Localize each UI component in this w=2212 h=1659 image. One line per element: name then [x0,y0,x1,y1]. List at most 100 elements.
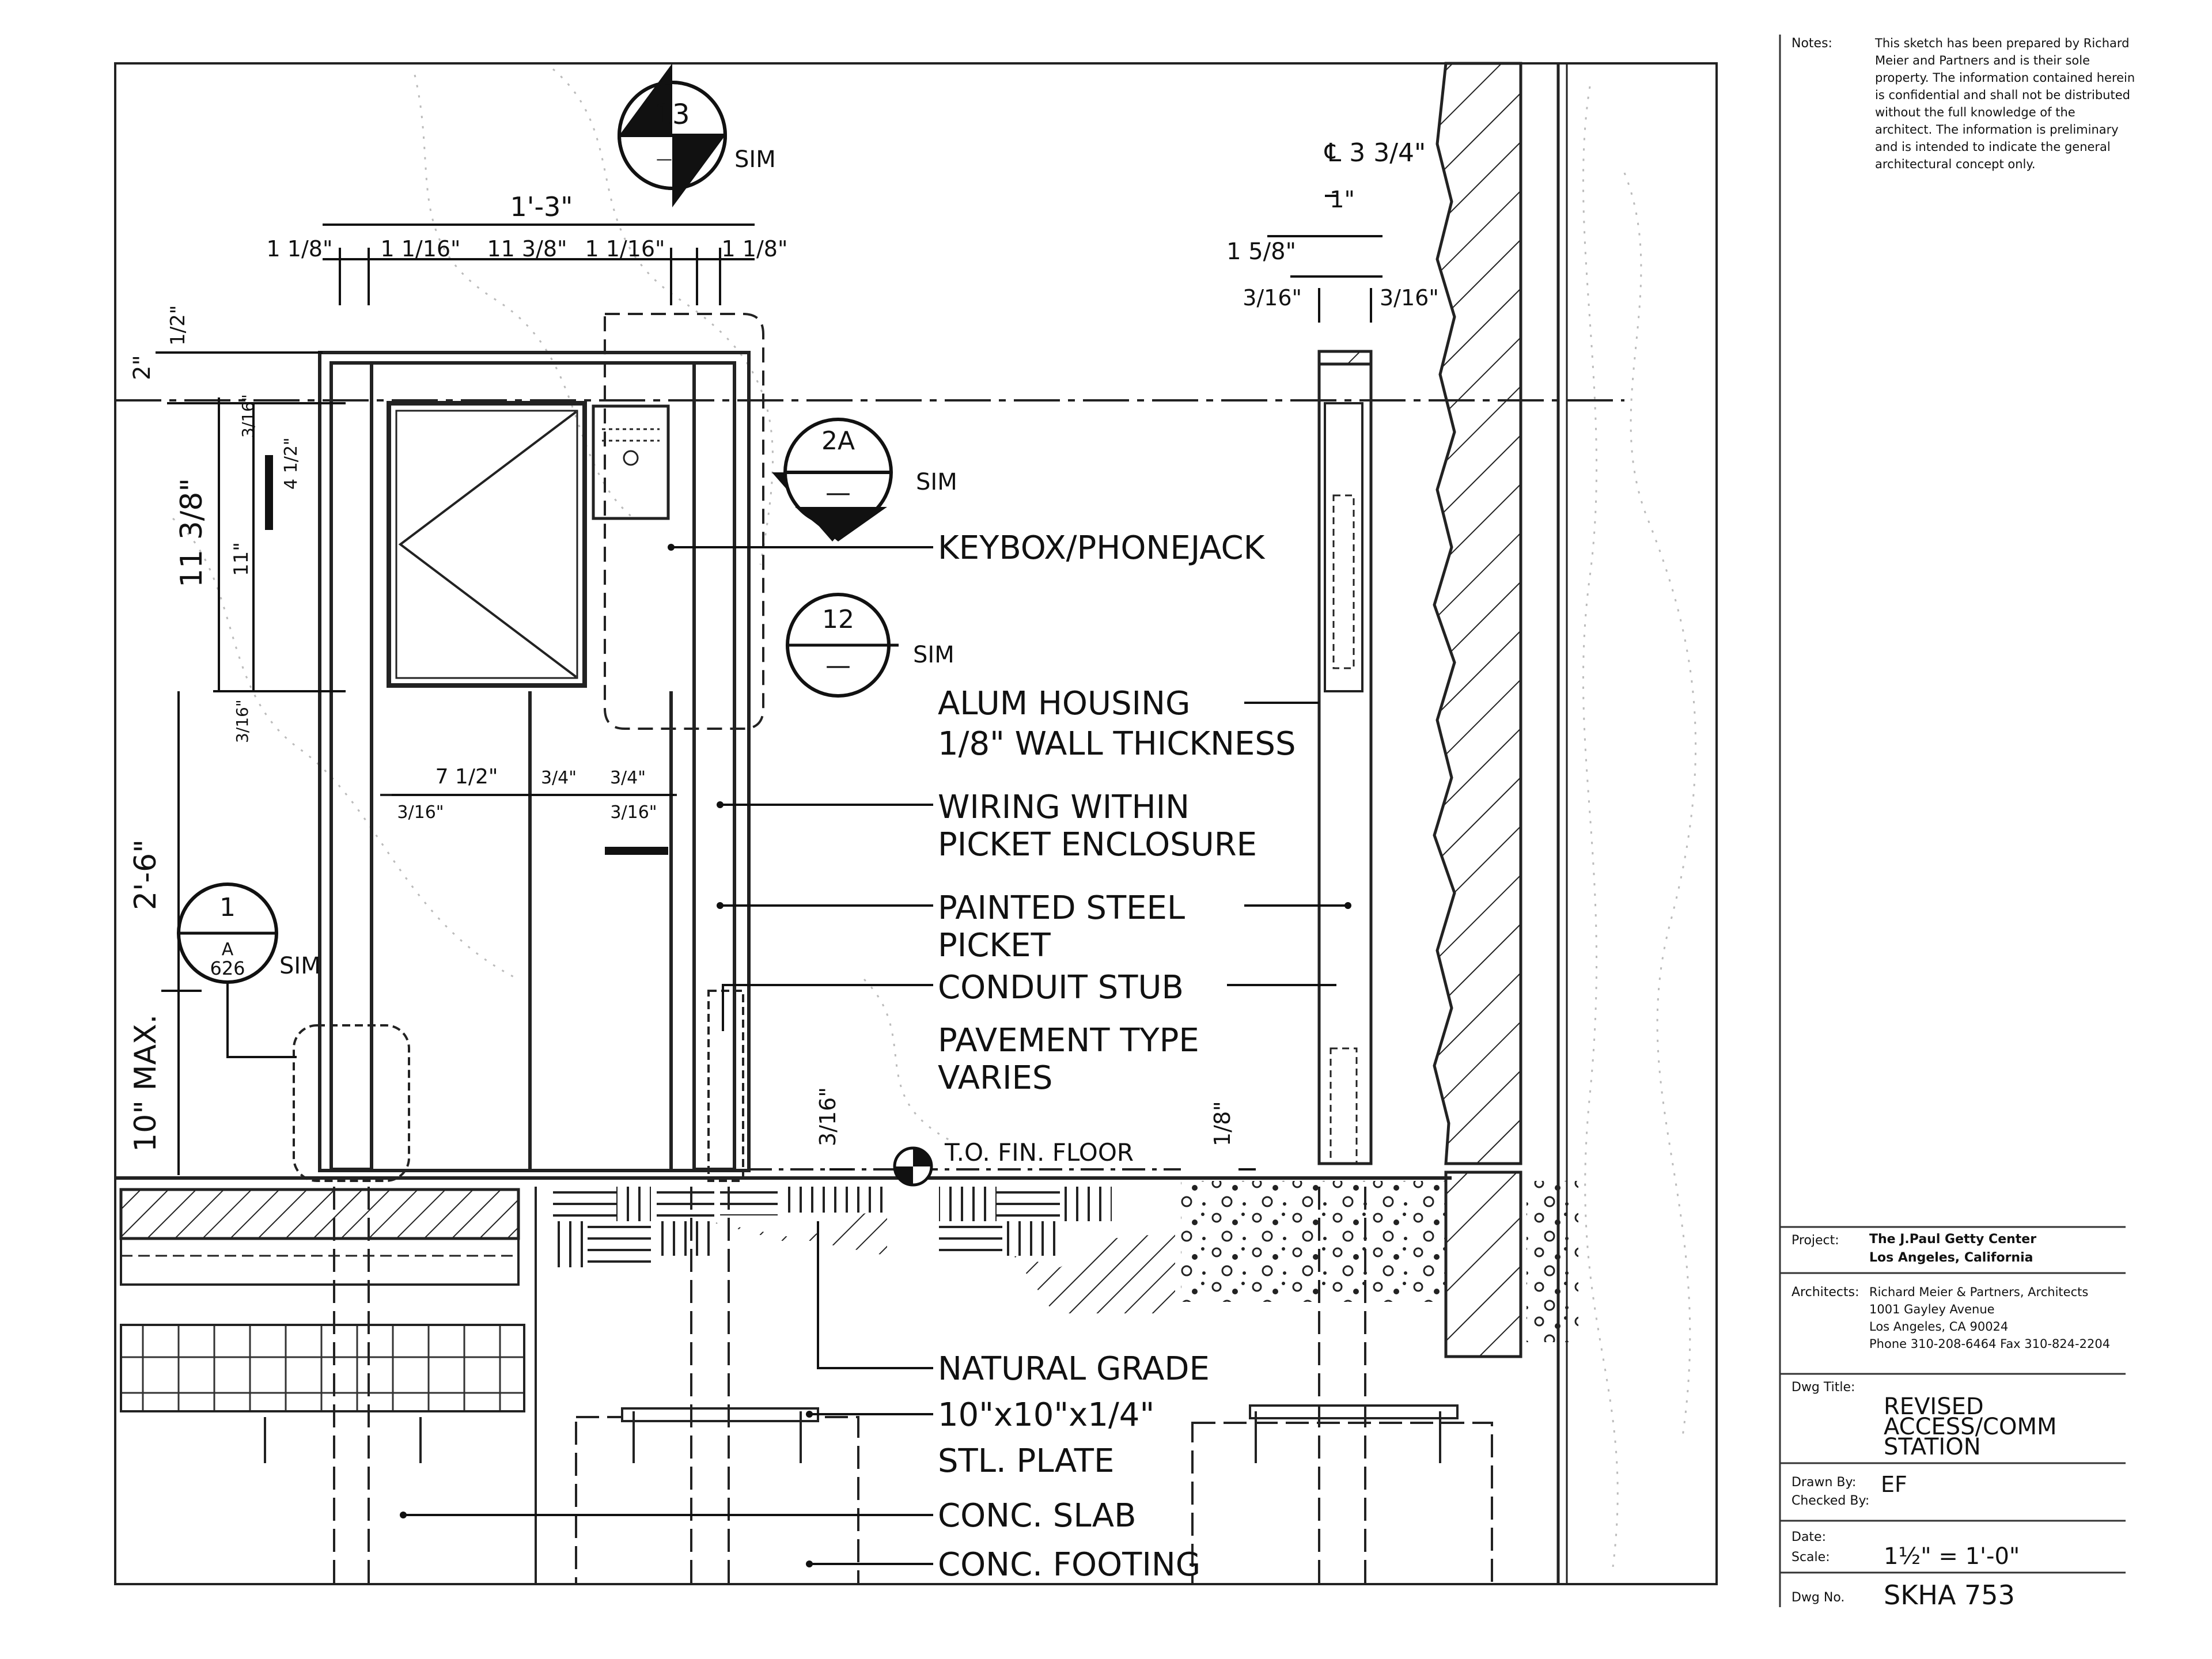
section-marker-2a: 2A — SIM [772,418,957,541]
drawn-by-value: EF [1881,1472,1907,1497]
dim-left-height: 11 3/8" [175,478,209,588]
conduit-block [605,847,668,855]
section-marker-12: 12 — SIM [786,593,955,698]
housing-outline-dashed [604,313,764,730]
dim-left-half: 1/2" [166,305,190,346]
pavers [553,1187,1112,1267]
dim-mid-3-16b: 3/16" [610,802,657,823]
callout-conc-slab: CONC. SLAB [938,1497,1137,1535]
anchor-bolts [264,1411,1441,1463]
architects-line-3: Los Angeles, CA 90024 [1869,1320,2008,1334]
dim-mid-3-4a: 3/4" [541,768,577,788]
marker-12-bottom: — [825,651,851,680]
project-line-2: Los Angeles, California [1869,1251,2033,1265]
dim-top-overall: 1'-3" [510,191,573,222]
notes-line-4: is confidential and shall not be distrib… [1875,88,2130,102]
dim-right-1-5-8: 1 5/8" [1226,238,1296,265]
architects-line-4: Phone 310-208-6464 Fax 310-824-2204 [1869,1337,2110,1351]
callout-natural-grade: NATURAL GRADE [938,1350,1210,1388]
wall-section [1433,62,1568,1584]
section-marker-1: 1 A 626 SIM [177,882,321,1058]
section-marker-13: 13 —— SIM [618,63,776,207]
callout-stl-plate: STL. PLATE [938,1442,1114,1480]
marker-13-bottom: —— [656,149,688,168]
natural-grade-wedge-2 [1014,1233,1175,1313]
dim-top-2: 1 1/16" [380,236,460,262]
dim-mid-7half: 7 1/2" [435,765,498,789]
marker-1-top: 1 [219,893,236,922]
mounting-bar [265,455,273,530]
gravel-fill [1181,1181,1446,1302]
architects-line-1: Richard Meier & Partners, Architects [1869,1285,2088,1299]
dim-left-2-6: 2'-6" [128,839,163,910]
marker-12-top: 12 [822,605,854,634]
dim-right-3-16b: 3/16" [1380,285,1439,310]
marker-2a-bottom: — [825,478,851,507]
drawn-by-label: Drawn By: [1791,1475,1856,1490]
marker-1-bottom: A [222,940,234,960]
marker-13-suffix: SIM [734,146,776,173]
callout-wiring: WIRING WITHIN [938,789,1190,826]
dim-floor-3-16: 3/16" [815,1087,840,1146]
callout-conc-footing: CONC. FOOTING [938,1546,1200,1584]
dimension-lines [156,195,1382,1175]
callout-conduit-stub: CONDUIT STUB [938,969,1184,1006]
scale-value: 1½" = 1'-0" [1884,1543,2020,1570]
callout-wall-thickness: 1/8" WALL THICKNESS [938,725,1296,763]
dim-mid-3-4b: 3/4" [610,768,646,788]
marker-1-sheet: 626 [210,957,245,979]
callout-picket: PICKET [938,927,1051,964]
notes-line-3: property. The information contained here… [1875,71,2135,85]
dwg-title-label: Dwg Title: [1791,1380,1855,1395]
marker-1-suffix: SIM [279,953,321,979]
slab-left [119,1188,525,1412]
dim-left-10max: 10" MAX. [128,1014,163,1152]
callout-alum-housing: ALUM HOUSING [938,685,1190,722]
callout-pavement-type: PAVEMENT TYPE [938,1022,1199,1059]
dim-top-4: 1 1/16" [585,236,665,262]
callouts: KEYBOX/PHONEJACK ALUM HOUSING 1/8" WALL … [938,529,1296,1584]
dwg-title-line-3: STATION [1884,1434,1981,1460]
title-block: Project: The J.Paul Getty Center Los Ang… [1780,1226,2126,1611]
dim-top-1: 1 1/8" [267,236,333,262]
dim-left-inner: 11" [230,542,253,576]
notes-block: Notes: This sketch has been prepared by … [1791,36,2135,171]
architects-label: Architects: [1791,1285,1859,1300]
dim-right-3-16a: 3/16" [1243,285,1302,310]
picket-assembly [318,351,751,1172]
floor-label: T.O. FIN. FLOOR [944,1138,1134,1166]
notes-line-6: architect. The information is preliminar… [1875,123,2119,137]
conduit-stubs [293,990,744,1182]
date-label: Date: [1791,1530,1826,1544]
callout-painted-steel: PAINTED STEEL [938,889,1185,927]
marker-2a-suffix: SIM [916,469,957,495]
checked-by-label: Checked By: [1791,1494,1869,1508]
notes-line-8: architectural concept only. [1875,157,2036,171]
dwg-no-value: SKHA 753 [1884,1580,2015,1611]
marker-12-suffix: SIM [913,642,955,668]
dim-top-3: 11 3/8" [487,236,567,262]
dwg-title-line-2: ACCESS/COMM [1884,1414,2057,1440]
dim-left-4half: 4 1/2" [281,437,301,490]
project-line-1: The J.Paul Getty Center [1869,1232,2036,1247]
dim-mid-3-16a: 3/16" [397,802,444,823]
marker-13-top: 13 [654,99,690,131]
dim-left-small-bottom: 3/16" [233,699,252,743]
side-picket [1317,350,1373,1165]
dwg-no-label: Dwg No. [1791,1590,1844,1605]
dim-left-small-top: 3/16" [238,394,257,438]
natural-grade-wedge [709,1210,887,1256]
footings [333,1187,1493,1585]
callout-plate-size: 10"x10"x1/4" [938,1396,1154,1434]
notes-line-7: and is intended to indicate the general [1875,140,2111,154]
display-panel [387,401,587,688]
notes-line-1: This sketch has been prepared by Richard [1874,36,2129,50]
notes-line-2: Meier and Partners and is their sole [1875,54,2090,67]
gravel-fill-right [1527,1181,1578,1342]
architects-line-2: 1001 Gayley Avenue [1869,1302,1995,1316]
project-label: Project: [1791,1233,1839,1248]
floor-datum: T.O. FIN. FLOOR [893,1138,1134,1187]
keybox [592,404,670,520]
marker-2a-top: 2A [821,426,855,456]
